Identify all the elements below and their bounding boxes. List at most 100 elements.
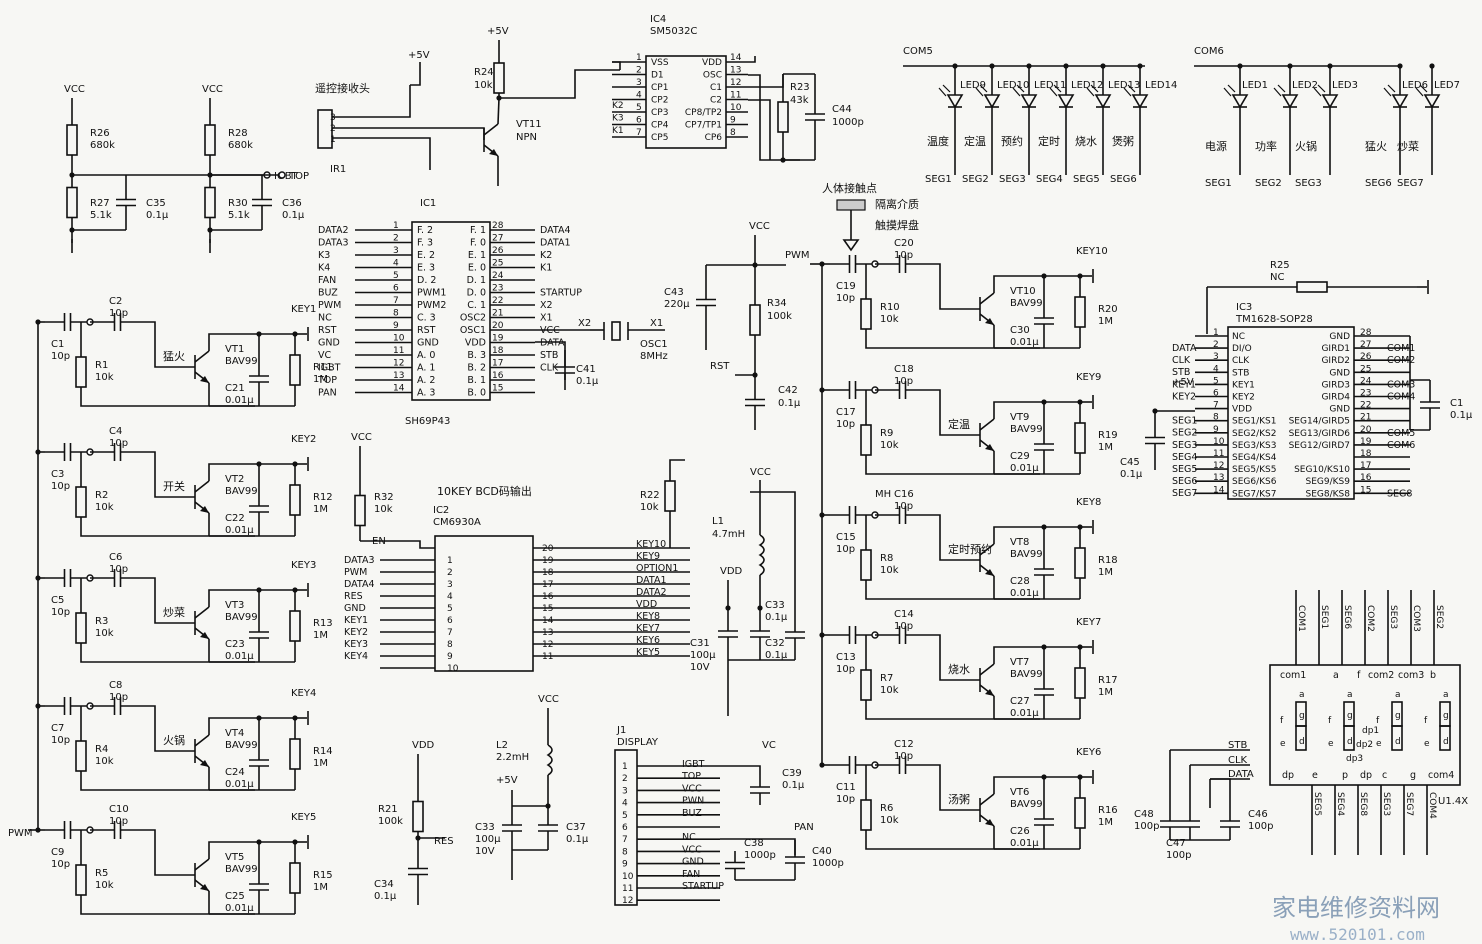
cap-val: 10p <box>836 544 855 555</box>
ic1-net: PAN <box>318 388 337 399</box>
junction-dot <box>819 632 825 638</box>
seg-display-ref: U1.4X <box>1438 796 1468 807</box>
key-label: KEY3 <box>291 560 316 571</box>
r26-val: 680k <box>90 140 115 151</box>
wire <box>145 829 195 876</box>
ic1-pin-label: E. 3 <box>417 263 435 274</box>
c48-val: 100p <box>1134 821 1159 832</box>
cap-val: 10p <box>51 735 70 746</box>
ce-ref: C21 <box>225 383 245 394</box>
ic1-pin-label: C. 1 <box>467 300 486 311</box>
led-led2-ray <box>1277 84 1286 93</box>
ic3-pin-num: 11 <box>1213 449 1224 459</box>
cap-ref: C3 <box>51 469 64 480</box>
ic3-net: SEG1 <box>1172 416 1197 427</box>
seg-dp-label: dp3 <box>1346 754 1363 764</box>
cap-ref: C17 <box>836 407 856 418</box>
led-func-label: 电源 <box>1205 139 1227 153</box>
ic4-pin-label: VDD <box>702 58 722 68</box>
r-val: 10k <box>95 756 114 767</box>
led-seg-label: SEG6 <box>1110 174 1137 185</box>
ic1-pin-num: 7 <box>393 296 399 306</box>
r-val: 10k <box>95 502 114 513</box>
c40-ref: C40 <box>812 846 832 857</box>
ic3-pin-label: GIRD1 <box>1321 344 1350 354</box>
ic1-net: FAN <box>318 275 336 286</box>
led-led1 <box>1231 94 1249 109</box>
ic3-pin-label: VDD <box>1232 405 1252 415</box>
resistor-r25 <box>1296 281 1328 293</box>
junction-dot <box>819 387 825 393</box>
ic3-pin-num: 25 <box>1360 364 1371 374</box>
led-func-label: 煲粥 <box>1112 135 1134 148</box>
vt-ref: VT9 <box>1010 412 1029 423</box>
ic3-net: SEG6 <box>1172 476 1197 487</box>
key-label: KEY9 <box>1076 372 1101 383</box>
resistor-r24 <box>493 62 505 94</box>
ic3-net: KEY1 <box>1172 379 1196 390</box>
key-channel-key5-rc <box>289 862 301 894</box>
key-channel-key5-r <box>75 864 87 896</box>
seg-pin-label: COM4 <box>1427 792 1437 819</box>
r-ref: R6 <box>880 803 893 814</box>
led-led11-ray <box>1012 87 1021 97</box>
led-led10-ray <box>979 84 988 93</box>
j1-pin-num: 8 <box>622 847 628 857</box>
led-ref: LED10 <box>997 80 1029 91</box>
ic1-pin-num: 11 <box>393 346 404 356</box>
seg-label: e <box>1424 739 1430 749</box>
wire <box>993 401 1080 419</box>
j1-net: VCC <box>682 844 702 855</box>
j1-pin-num: 11 <box>622 884 633 894</box>
wire <box>80 906 255 915</box>
r-val: 10k <box>880 815 899 826</box>
r28-ref: R28 <box>228 128 248 139</box>
seg-label: d <box>1395 737 1401 747</box>
led-ref: LED7 <box>1434 80 1460 91</box>
ic1-net: TOP <box>317 375 337 386</box>
seg-pin-label: SEG5 <box>1312 792 1322 816</box>
ic4-ext-key: K1 <box>612 126 624 136</box>
rc-ref: R15 <box>313 870 333 881</box>
ic4-body <box>645 55 727 149</box>
ic1-pin-num: 27 <box>492 234 503 244</box>
seg-label: e <box>1376 739 1382 749</box>
key-channel-key7-vt-collector <box>979 663 995 676</box>
x2-label: X2 <box>578 318 591 329</box>
cap-val: 10p <box>836 293 855 304</box>
ce-ref: C30 <box>1010 325 1030 336</box>
cap-val: 10p <box>51 859 70 870</box>
key-label: KEY7 <box>1076 617 1101 628</box>
r24-ref: R24 <box>474 67 494 78</box>
key-channel-key8-vt-arrow <box>985 569 994 576</box>
ic2-pin-num: 18 <box>542 568 554 578</box>
ic3-pin-num: 1 <box>1213 328 1219 338</box>
seg-label: dp <box>1360 770 1372 781</box>
resistor-r27 <box>66 186 78 219</box>
seg-pin-label: SEG3 <box>1381 792 1391 816</box>
vt-val: BAV99 <box>225 486 258 497</box>
ic2-net: DATA4 <box>344 579 375 590</box>
resistor-r28 <box>204 124 216 156</box>
com6-label: COM6 <box>1194 46 1224 57</box>
ic2-net: KEY5 <box>636 647 660 658</box>
wire <box>612 61 621 70</box>
ic4-pin-num: 3 <box>636 78 642 88</box>
resistor-r26 <box>66 124 78 156</box>
ic2-net: VDD <box>636 599 657 610</box>
junction-dot <box>1237 63 1243 69</box>
c46-ref: C46 <box>1248 809 1268 820</box>
key-func-label: 烧水 <box>948 663 970 676</box>
ce-val: 0.01μ <box>1010 708 1039 719</box>
ic4-pin-label: C2 <box>710 96 722 106</box>
ic3-net: SEG5 <box>1172 464 1197 475</box>
led-ref: LED6 <box>1402 80 1428 91</box>
ce-ref: C28 <box>1010 576 1030 587</box>
cap-ref: C16 <box>894 489 914 500</box>
cap-val: 10p <box>109 816 128 827</box>
vt11-ref: VT11 <box>516 119 542 130</box>
key-channel-key2-vt-collector <box>194 480 210 493</box>
c39-val: 0.1μ <box>782 780 805 791</box>
j1-pin-num: 2 <box>622 774 628 784</box>
seg-label: d <box>1443 737 1449 747</box>
